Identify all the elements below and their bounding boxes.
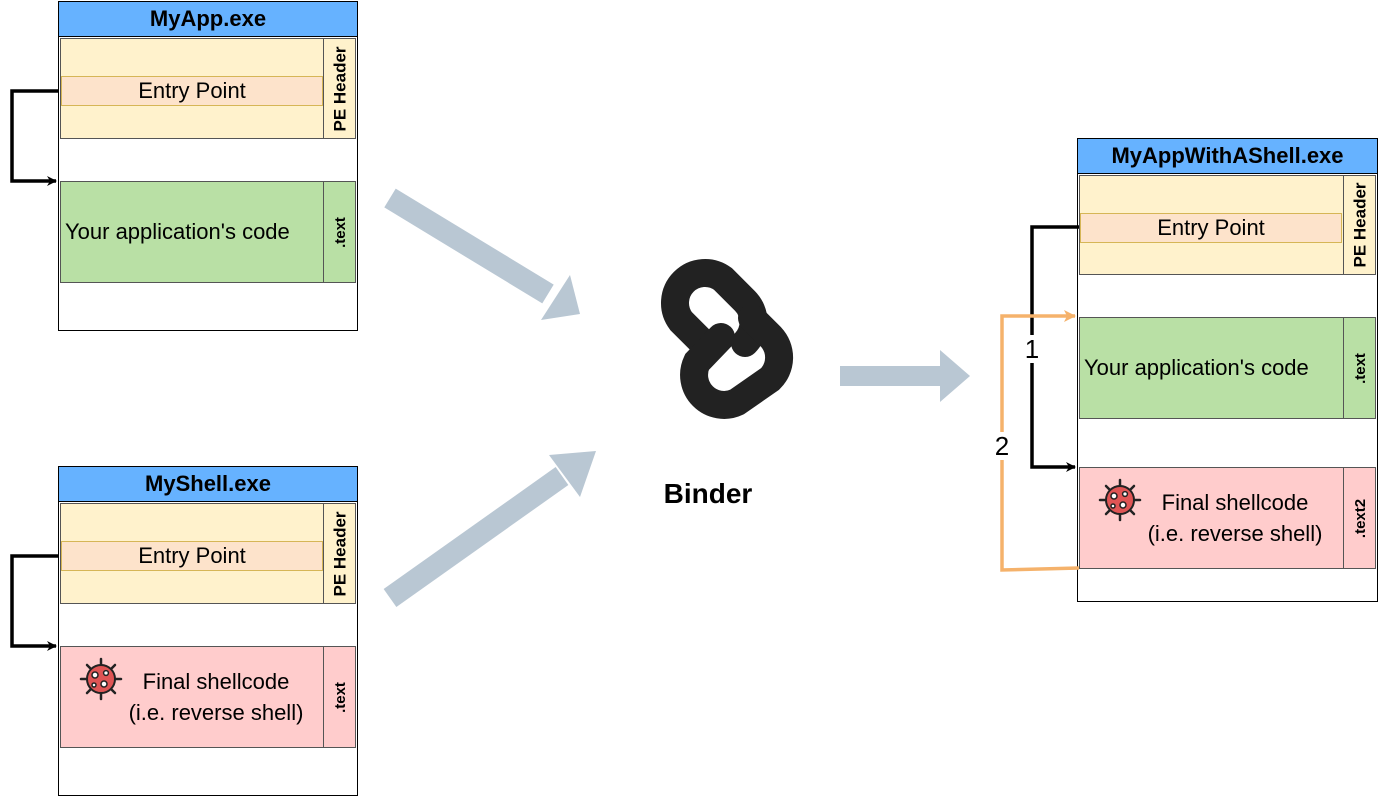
myapp-code-label: Your application's code bbox=[65, 219, 290, 244]
myapp-pe-header-label: PE Header bbox=[323, 39, 357, 138]
myshell-text-section: Final shellcode (i.e. reverse shell) .te… bbox=[60, 646, 356, 748]
myshell-shellcode-line1: Final shellcode bbox=[142, 669, 290, 694]
result-exe-block: MyAppWithAShell.exe Entry Point PE Heade… bbox=[1077, 138, 1378, 602]
virus-icon bbox=[79, 657, 123, 701]
myshell-entry-jump-arrow bbox=[10, 554, 59, 651]
result-shellcode-line2: (i.e. reverse shell) bbox=[1147, 521, 1323, 546]
myapp-entry-jump-arrow bbox=[10, 89, 59, 186]
flow-arrow-myapp-to-binder bbox=[384, 188, 580, 320]
myshell-text-label: .text bbox=[323, 647, 357, 747]
myapp-entry-point: Entry Point bbox=[61, 76, 323, 106]
chain-link-icon bbox=[661, 259, 794, 419]
myshell-pe-header-section: Entry Point PE Header bbox=[60, 503, 356, 604]
virus-icon bbox=[1098, 478, 1142, 522]
result-pe-header-section: Entry Point PE Header bbox=[1079, 175, 1376, 275]
myshell-pe-header-label: PE Header bbox=[323, 504, 357, 603]
step-2-label: 2 bbox=[990, 432, 1014, 460]
result-pe-header-label: PE Header bbox=[1343, 176, 1377, 274]
result-text2-section: Final shellcode (i.e. reverse shell) .te… bbox=[1079, 467, 1376, 569]
result-title: MyAppWithAShell.exe bbox=[1077, 138, 1378, 174]
result-shellcode-line1: Final shellcode bbox=[1161, 490, 1309, 515]
myapp-pe-header-section: Entry Point PE Header bbox=[60, 38, 356, 139]
binder-label: Binder bbox=[663, 478, 753, 509]
result-shellcode-label: Final shellcode (i.e. reverse shell) bbox=[1130, 487, 1340, 549]
myapp-text-section: Your application's code .text bbox=[60, 181, 356, 283]
myshell-exe-block: MyShell.exe Entry Point PE Header Final … bbox=[58, 466, 358, 796]
flow-arrow-binder-to-result bbox=[840, 350, 970, 402]
result-text-section: Your application's code .text bbox=[1079, 317, 1376, 419]
step-1-label: 1 bbox=[1020, 335, 1044, 363]
result-code-label: Your application's code bbox=[1084, 355, 1309, 380]
myapp-exe-block: MyApp.exe Entry Point PE Header Your app… bbox=[58, 1, 358, 331]
myapp-text-label: .text bbox=[323, 182, 357, 282]
myshell-shellcode-label: Final shellcode (i.e. reverse shell) bbox=[111, 666, 321, 728]
result-entry-point: Entry Point bbox=[1080, 213, 1342, 243]
myshell-shellcode-line2: (i.e. reverse shell) bbox=[128, 700, 304, 725]
result-text2-label: .text2 bbox=[1343, 468, 1377, 568]
flow-arrow-myshell-to-binder bbox=[383, 451, 596, 607]
result-text-label: .text bbox=[1343, 318, 1377, 418]
myapp-title: MyApp.exe bbox=[58, 1, 358, 37]
myshell-entry-point: Entry Point bbox=[61, 541, 323, 571]
myshell-title: MyShell.exe bbox=[58, 466, 358, 502]
